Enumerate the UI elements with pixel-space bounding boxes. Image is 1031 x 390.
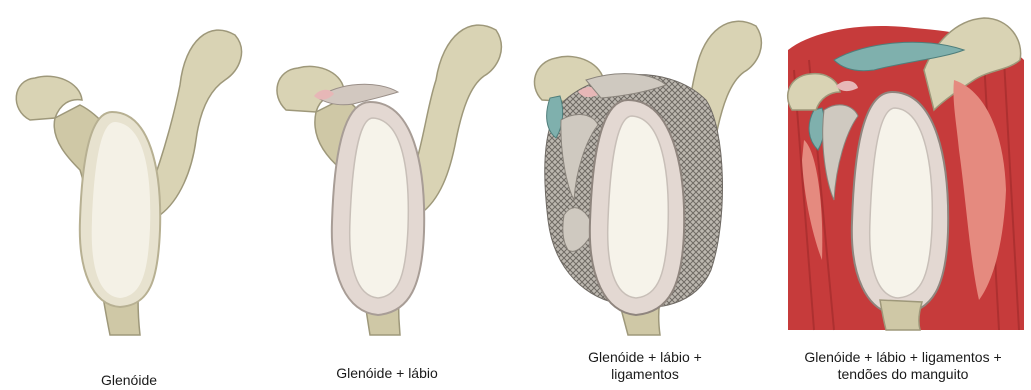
caption-line: tendões do manguito [774,366,1031,383]
caption-glenoid-labrum-ligaments: Glenóide + lábio + ligamentos [516,349,774,383]
glenoid-cartilage [350,118,409,298]
glenoid-labrum-illustration [258,0,516,340]
caption-line: Glenóide [0,372,258,389]
panel-glenoid-labrum: Glenóide + lábio [258,0,516,390]
glenoid-illustration [0,0,258,340]
caption-line: ligamentos [516,366,774,383]
caption-line: Glenóide + lábio [258,365,516,382]
caption-line: Glenóide + lábio + ligamentos + [774,349,1031,366]
scapula-neck [880,300,922,330]
caption-glenoid-labrum: Glenóide + lábio [258,365,516,382]
panel-glenoid-labrum-ligaments: Glenóide + lábio + ligamentos [516,0,774,390]
glenoid-cartilage [870,108,933,298]
panel-rotator-cuff: Glenóide + lábio + ligamentos + tendões … [774,0,1031,390]
glenoid-cartilage [608,116,669,298]
caption-rotator-cuff: Glenóide + lábio + ligamentos + tendões … [774,349,1031,383]
caption-glenoid: Glenóide [0,372,258,389]
caption-line: Glenóide + lábio + [516,349,774,366]
panel-glenoid: Glenóide [0,0,258,390]
glenoid-labrum-ligaments-illustration [516,0,774,340]
rotator-cuff-illustration [774,0,1031,340]
glenoid-cartilage [92,122,151,298]
acromion [150,30,242,215]
